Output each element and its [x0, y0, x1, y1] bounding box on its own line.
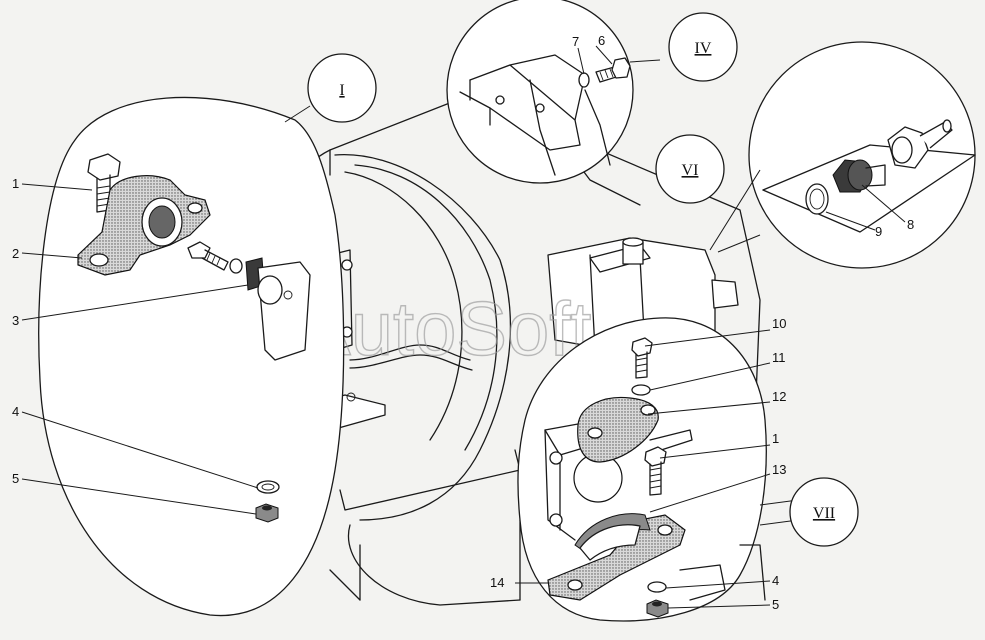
pipe-union-icon: [887, 119, 953, 169]
seal-ring-icon: [805, 183, 829, 215]
view-bubble-i: I: [307, 53, 377, 123]
callout-numbers: 1 2 3 4 5 6 7 8 9 10 11 12 1 13 14 4 5: [12, 33, 914, 612]
view-bubble-iv: IV: [668, 12, 738, 82]
detail-view-vi: [748, 41, 976, 269]
callout-1: 1: [12, 176, 19, 191]
bolt-6-icon: [595, 57, 631, 83]
callout-4b: 4: [772, 573, 779, 588]
detail-view-i: [38, 96, 345, 617]
callout-9: 9: [875, 224, 882, 239]
washer-11-icon: [631, 384, 651, 396]
view-label-i: I: [339, 82, 344, 99]
callout-12: 12: [772, 389, 786, 404]
callout-3: 3: [12, 313, 19, 328]
callout-2: 2: [12, 246, 19, 261]
bearing-housing-icon: [77, 175, 211, 276]
washer-4b-icon: [647, 581, 667, 593]
view-bubble-vi: VI: [655, 134, 725, 204]
washer-7-icon: [578, 72, 590, 88]
callout-14: 14: [490, 575, 504, 590]
callout-7: 7: [572, 34, 579, 49]
bolt-1-icon: [87, 153, 121, 213]
view-label-vii: VII: [813, 505, 835, 522]
nut-5b-icon: [646, 599, 669, 618]
bearing-cap-icon: [577, 396, 659, 463]
bearing-base-icon: [547, 513, 686, 601]
bolt-10-icon: [631, 337, 653, 379]
view-label-vi: VI: [682, 162, 699, 179]
fitting-8-icon: [832, 159, 886, 193]
watermark-text: AutoSoft: [300, 287, 592, 372]
view-bubble-vii: VII: [789, 477, 859, 547]
nut-icon: [255, 503, 279, 523]
callout-5b: 5: [772, 597, 779, 612]
callout-4: 4: [12, 404, 19, 419]
view-label-iv: IV: [695, 40, 712, 57]
leader-lines: [21, 45, 906, 609]
callout-1b: 1: [772, 431, 779, 446]
callout-10: 10: [772, 316, 786, 331]
washer-icon: [256, 480, 280, 494]
callout-8: 8: [907, 217, 914, 232]
callout-13: 13: [772, 462, 786, 477]
callout-5: 5: [12, 471, 19, 486]
fastener-set-3-icon: [187, 241, 311, 361]
detail-view-iv: [446, 0, 634, 184]
callout-11: 11: [772, 350, 786, 365]
callout-6: 6: [598, 33, 605, 48]
bolt-1b-icon: [644, 446, 667, 496]
detail-view-vii: [517, 317, 767, 622]
